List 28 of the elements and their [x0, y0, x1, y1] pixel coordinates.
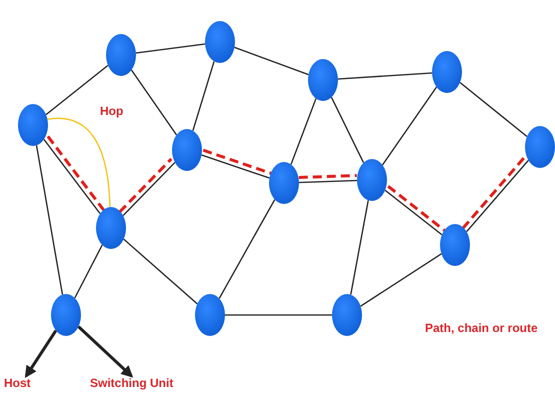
link-line [298, 174, 357, 179]
annotation-label: Path, chain or route [425, 322, 538, 334]
link-line [382, 86, 438, 166]
link-line [338, 72, 432, 80]
arrow [77, 326, 134, 378]
link-line [350, 200, 369, 295]
link-line [192, 61, 215, 131]
link-line [460, 82, 528, 138]
link-line [218, 199, 276, 299]
link-line [298, 180, 358, 184]
link-line [202, 148, 272, 175]
link-line [46, 64, 108, 116]
link-line [36, 145, 64, 295]
link-line [136, 43, 206, 54]
arrow [24, 330, 58, 378]
link-line [201, 154, 270, 179]
link-line [360, 253, 442, 307]
link-line [330, 97, 364, 163]
link-line [290, 98, 317, 165]
hop-arc [47, 118, 111, 208]
annotation-label: Hop [100, 105, 124, 117]
node-label: Host [4, 376, 31, 390]
link-line [123, 238, 198, 304]
link-line [130, 70, 178, 136]
link-line [225, 314, 332, 316]
link-line [234, 46, 309, 76]
link-line [74, 244, 103, 298]
node-label: Switching Unit [90, 376, 174, 390]
